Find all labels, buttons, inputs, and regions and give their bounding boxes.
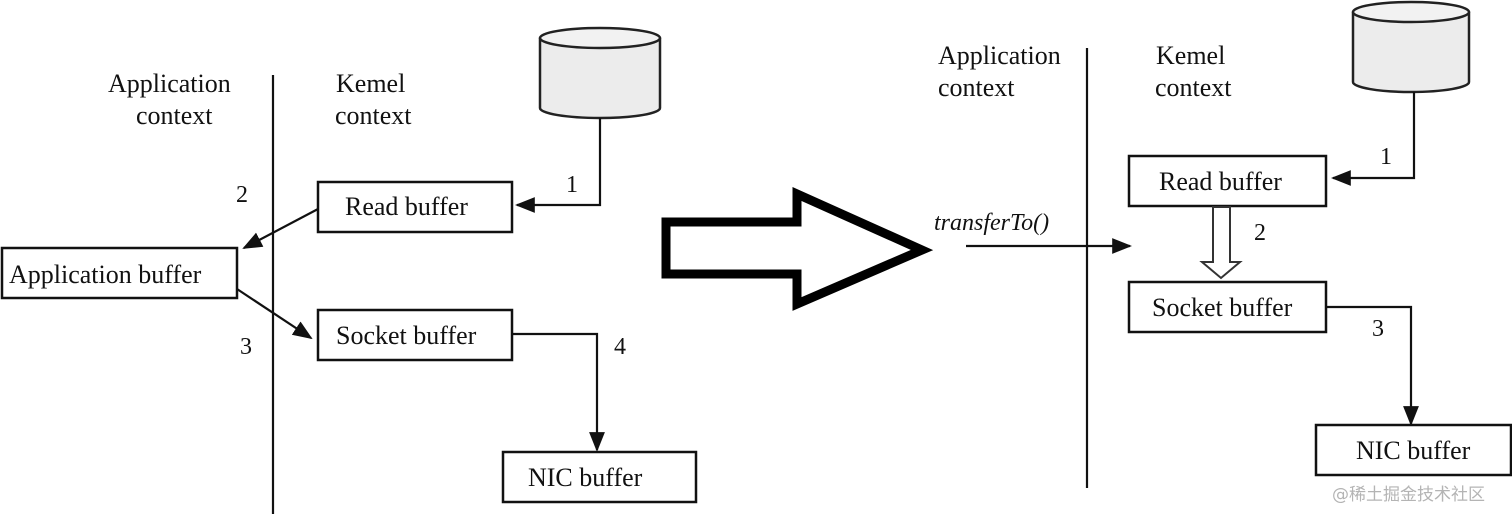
- right-app-context-label-line2: context: [938, 73, 1015, 102]
- right-disk-icon: [1351, 0, 1471, 94]
- right-read-buffer-label: Read buffer: [1159, 167, 1282, 196]
- left-arrow-step-4: [512, 332, 605, 452]
- transferto-call-label: transferTo(): [934, 210, 1049, 236]
- right-step-1-label: 1: [1380, 144, 1392, 170]
- watermark: @稀土掘金技术社区: [1332, 485, 1485, 505]
- left-kernel-context-label-line2: context: [335, 101, 412, 130]
- right-kernel-context-label-line2: context: [1155, 73, 1232, 102]
- left-step-2-label: 2: [236, 182, 248, 208]
- right-kernel-context-label-line1: Kemel: [1156, 41, 1225, 70]
- left-disk-icon: [538, 26, 662, 120]
- left-diagram: Application context Kemel context 1 Read…: [0, 26, 698, 514]
- right-arrow-icon: [661, 187, 934, 311]
- right-socket-buffer-box: Socket buffer: [1127, 280, 1328, 334]
- right-arrow-step-2: [1199, 206, 1243, 280]
- right-arrow-step-1: [1331, 92, 1416, 186]
- left-arrow-step-1: [515, 118, 602, 213]
- right-app-context-label-line1: Application: [938, 41, 1061, 70]
- left-arrow-step-3: [236, 288, 313, 340]
- left-application-buffer-label: Application buffer: [9, 260, 202, 289]
- left-step-4-label: 4: [614, 334, 626, 360]
- left-application-buffer-box: Application buffer: [0, 246, 239, 300]
- right-step-3-label: 3: [1372, 316, 1384, 342]
- left-nic-buffer-label: NIC buffer: [528, 463, 643, 492]
- left-arrow-step-2: [242, 208, 319, 249]
- left-read-buffer-box: Read buffer: [316, 180, 514, 234]
- left-socket-buffer-box: Socket buffer: [316, 308, 514, 362]
- right-arrow-step-3: [1326, 305, 1419, 426]
- left-step-3-label: 3: [240, 334, 252, 360]
- left-step-1-label: 1: [566, 172, 578, 198]
- left-nic-buffer-box: NIC buffer: [501, 450, 698, 504]
- right-nic-buffer-box: NIC buffer: [1314, 423, 1512, 477]
- right-socket-buffer-label: Socket buffer: [1152, 293, 1293, 322]
- left-app-context-label-line2: context: [136, 101, 213, 130]
- left-read-buffer-label: Read buffer: [345, 192, 468, 221]
- left-app-context-label-line1: Application: [108, 69, 231, 98]
- right-diagram: Application context Kemel context transf…: [934, 0, 1512, 488]
- right-nic-buffer-label: NIC buffer: [1356, 436, 1471, 465]
- right-step-2-label: 2: [1254, 220, 1266, 246]
- left-kernel-context-label-line1: Kemel: [336, 69, 405, 98]
- left-socket-buffer-label: Socket buffer: [336, 321, 477, 350]
- right-read-buffer-box: Read buffer: [1127, 154, 1328, 208]
